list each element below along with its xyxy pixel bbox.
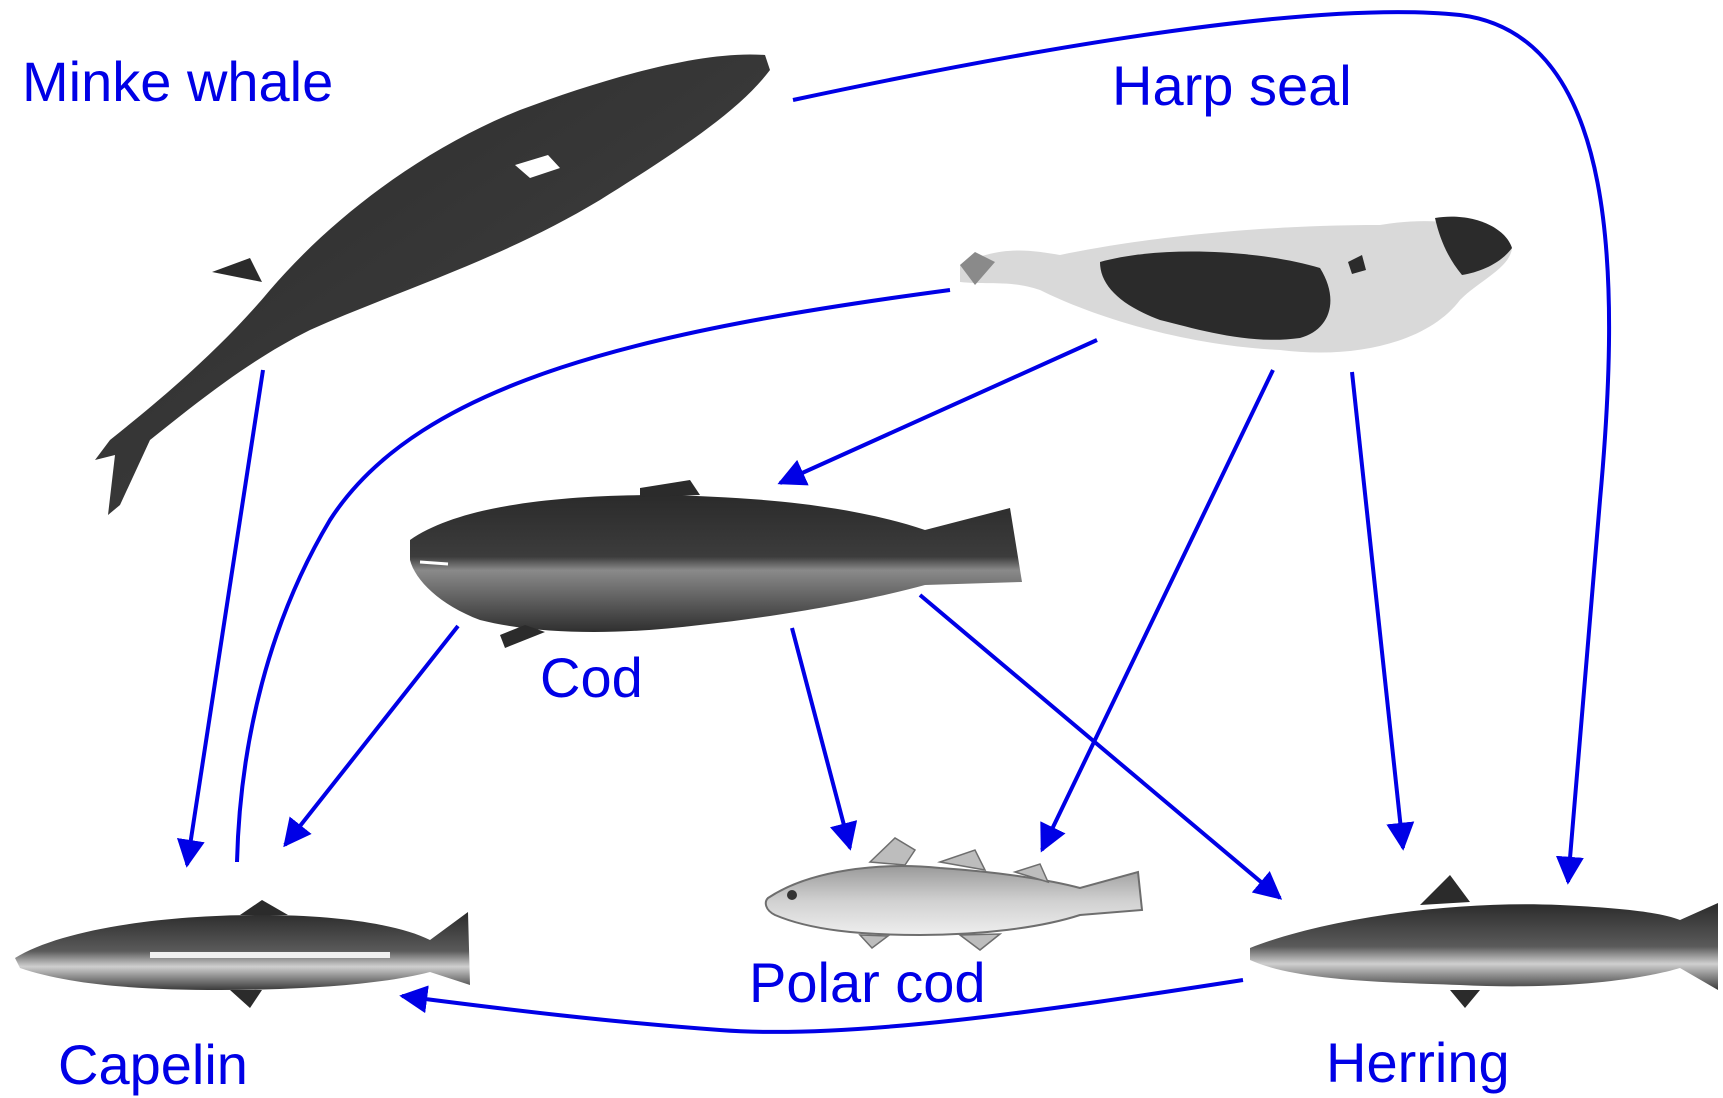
label-polar-cod: Polar cod <box>749 955 986 1011</box>
herring-illustration <box>1250 875 1718 1008</box>
polar-cod-illustration <box>766 838 1142 950</box>
label-herring: Herring <box>1326 1035 1510 1091</box>
harp-seal-illustration <box>960 217 1512 353</box>
label-cod: Cod <box>540 650 643 706</box>
arrow-cod-to-polar-cod <box>792 628 850 848</box>
arrow-minke-whale-to-herring <box>793 12 1609 882</box>
label-capelin: Capelin <box>58 1037 248 1093</box>
arrow-cod-to-capelin <box>285 626 458 845</box>
label-harp-seal: Harp seal <box>1112 58 1352 114</box>
arrow-harp-seal-to-cod <box>780 340 1097 483</box>
arrow-harp-seal-to-herring <box>1352 372 1403 848</box>
arrow-harp-seal-to-polar-cod <box>1042 370 1273 850</box>
label-minke-whale: Minke whale <box>22 54 333 110</box>
capelin-illustration <box>15 900 470 1008</box>
arrow-minke-whale-to-capelin <box>187 370 263 865</box>
cod-illustration <box>410 480 1022 648</box>
minke-whale-illustration <box>95 54 770 515</box>
